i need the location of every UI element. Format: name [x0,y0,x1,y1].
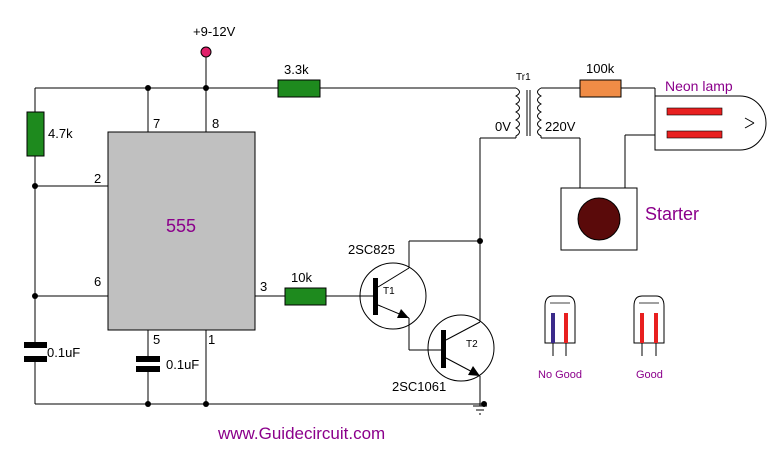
t2-label: T2 [466,339,478,350]
resistor-10k-label: 10k [291,270,312,285]
transistor-t1 [358,262,427,330]
t1-part-label: 2SC825 [348,242,395,257]
website-credit: www.Guidecircuit.com [217,424,385,443]
pin-2-label: 2 [94,171,101,186]
t2-part-label: 2SC1061 [392,379,446,394]
capacitor-c1-label: 0.1uF [47,345,80,360]
resistor-4-7k [26,111,45,157]
supply-label: +9-12V [193,24,236,39]
pin-6-label: 6 [94,274,101,289]
transformer-label: Tr1 [516,72,531,83]
transistor-t2 [427,314,495,382]
pin-3-label: 3 [260,279,267,294]
capacitor-c2 [136,356,160,372]
pin-5-label: 5 [153,332,160,347]
capacitor-c1 [24,342,47,362]
transformer-secondary-label: 220V [545,119,576,134]
ic-555-body [107,131,256,331]
pin-7-label: 7 [153,116,160,131]
ic-555-label: 555 [166,216,196,236]
resistor-10k [284,287,327,306]
neon-lamp-label: Neon lamp [665,78,733,94]
capacitor-c2-label: 0.1uF [166,357,199,372]
resistor-100k-label: 100k [586,61,615,76]
resistor-3-3k [277,79,321,98]
no-good-lamp-icon [544,295,576,356]
resistor-3-3k-label: 3.3k [284,62,309,77]
no-good-label: No Good [538,369,582,381]
resistor-4-7k-label: 4.7k [48,126,73,141]
starter-label: Starter [645,204,699,224]
pin-1-label: 1 [208,332,215,347]
supply-terminal-icon [200,46,212,58]
transformer-tr1 [514,87,543,138]
junction-dots [32,85,487,407]
pin-8-label: 8 [212,116,219,131]
good-lamp-icon [633,295,665,356]
starter-icon [560,187,638,251]
resistor-100k [579,79,622,98]
transformer-primary-label: 0V [495,119,511,134]
neon-lamp-icon [654,95,767,151]
t1-label: T1 [383,286,395,297]
good-label: Good [636,369,663,381]
